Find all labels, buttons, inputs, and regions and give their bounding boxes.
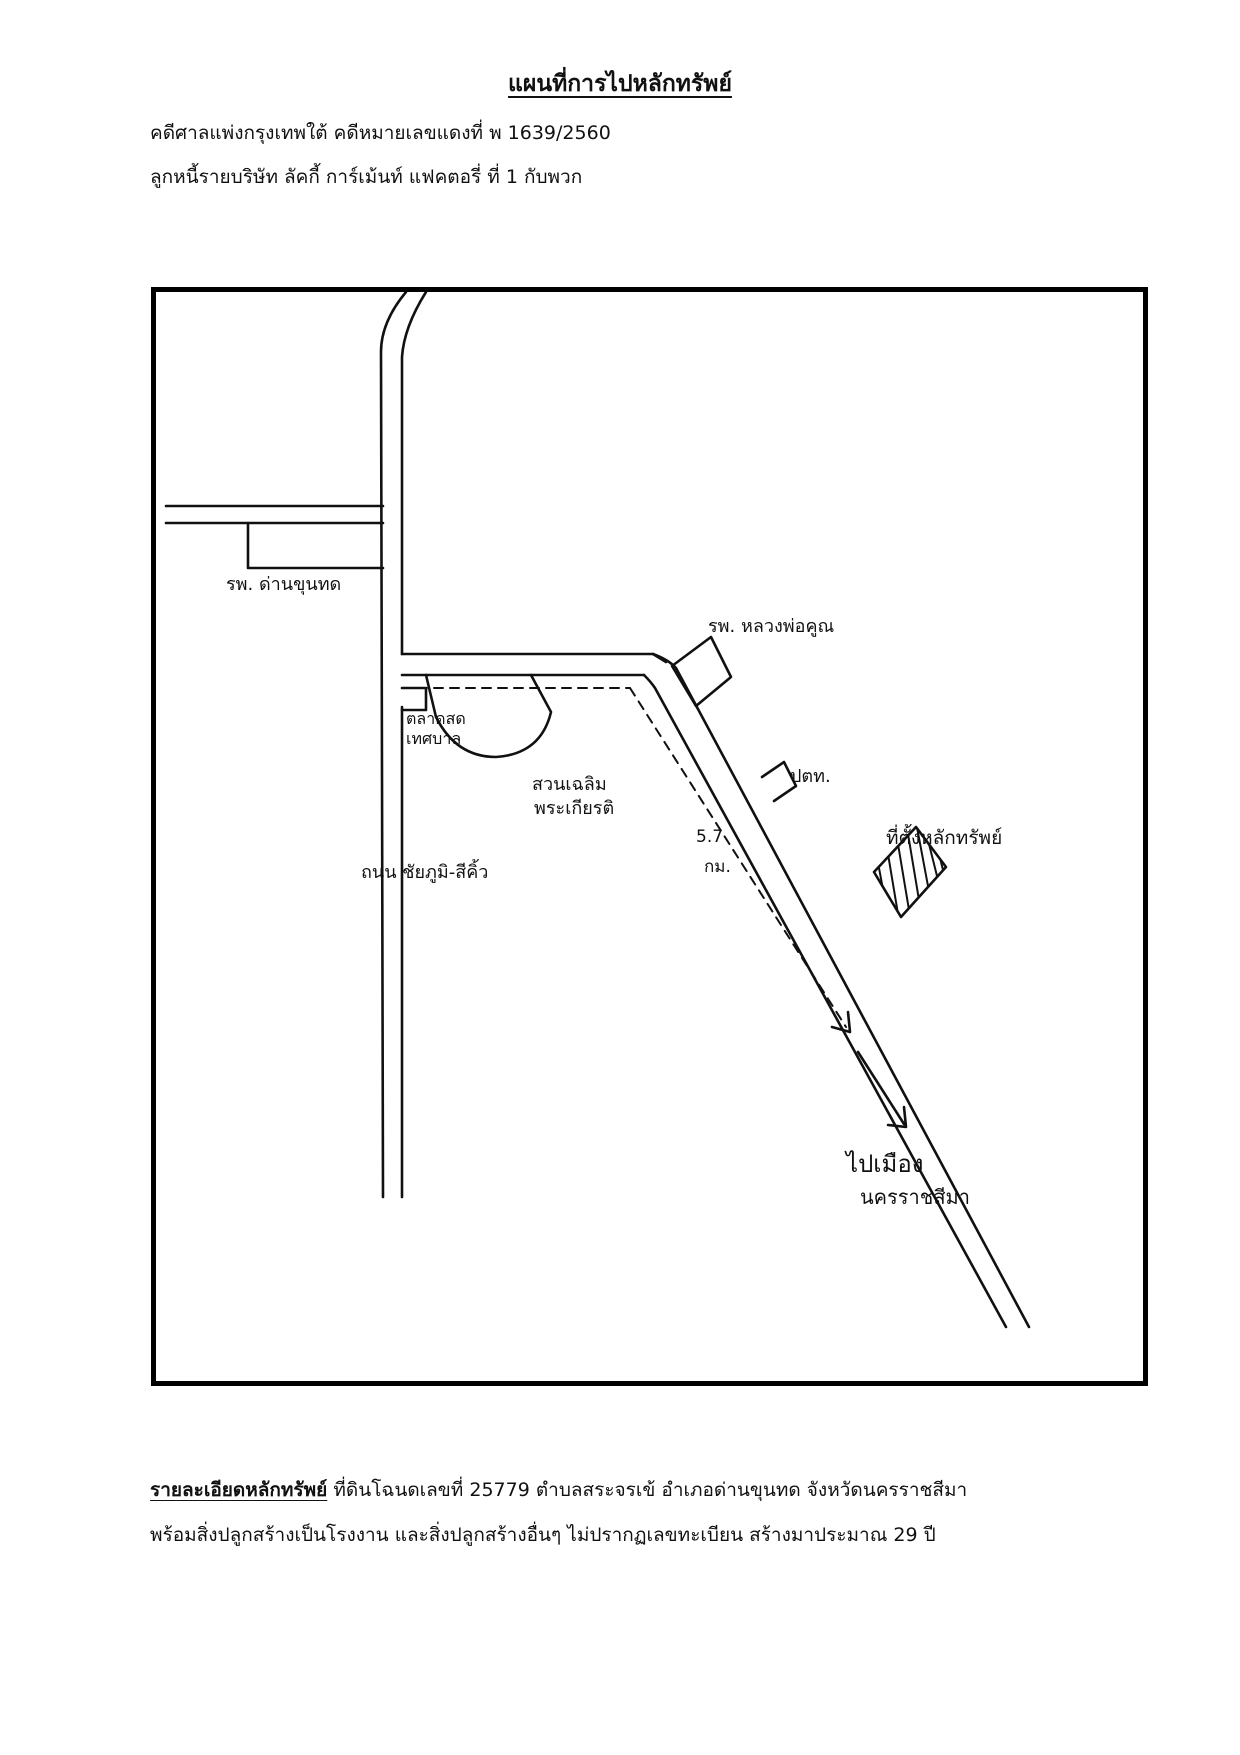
road-name-label: ถนน ชัยภูมิ-สีคิ้ว [361,859,488,883]
hospital-luangphokhun-label: รพ. หลวงพ่อคูณ [708,616,834,637]
hospital-dankhuntod-marker [246,521,385,570]
route-dashed-diagonal [629,687,847,1028]
to-city-label-line1: ไปเมือง [844,1150,923,1178]
distance-label-line1: 5.7 [696,827,723,847]
case-number-line: คดีศาลแพ่งกรุงเทพใต้ คดีหมายเลขแดงที่ พ … [150,122,611,144]
park-outline [424,673,553,759]
main-road-right-edge [400,292,428,1199]
property-details-line-2: พร้อมสิ่งปลูกสร้างเป็นโรงงาน และสิ่งปลูก… [150,1524,936,1546]
park-label-line2: พระเกียรติ [534,798,614,819]
diagonal-road-upper-edge [651,652,1031,1329]
distance-label-line2: กม. [704,857,731,877]
property-details-line-1: รายละเอียดหลักทรัพย์ ที่ดินโฉนดเลขที่ 25… [150,1475,967,1505]
hospital-luangphokhun-building [670,635,733,708]
ptt-label: ปตท. [790,766,831,787]
property-details-text-1: ที่ดินโฉนดเลขที่ 25779 ตำบลสระจรเข้ อำเภ… [327,1479,968,1501]
route-arrowhead [830,1010,852,1034]
to-city-arrow-shaft [856,1050,906,1126]
map-frame: รพ. ด่านขุนทด รพ. หลวงพ่อคูณ ตลาดสด เทศบ… [151,287,1148,1386]
diagonal-road-lower-edge [642,673,1008,1329]
property-plot-outline [872,825,948,919]
main-road-left-edge [379,292,408,1199]
park-label-line1: สวนเฉลิม [532,774,607,795]
ptt-station-building [760,760,798,803]
hand-drawn-map: รพ. ด่านขุนทด รพ. หลวงพ่อคูณ ตลาดสด เทศบ… [164,292,1031,1329]
debtor-line: ลูกหนี้รายบริษัท ลัคกี้ การ์เม้นท์ แฟคตอ… [150,166,583,188]
to-city-arrow-head [886,1105,908,1129]
page-title: แผนที่การไปหลักทรัพย์ [508,71,732,97]
property-location-label: ที่ตั้งหลักทรัพย์ [886,824,1002,849]
to-city-label-line2: นครราชสีมา [860,1185,970,1209]
fresh-market-label-line1: ตลาดสด [406,709,466,728]
fresh-market-label-line2: เทศบาล [406,729,461,748]
hospital-dankhuntod-label: รพ. ด่านขุนทด [226,574,341,595]
fresh-market-outline [400,686,428,712]
junction-road-top-edge [400,652,668,664]
property-details-label: รายละเอียดหลักทรัพย์ [150,1479,328,1501]
